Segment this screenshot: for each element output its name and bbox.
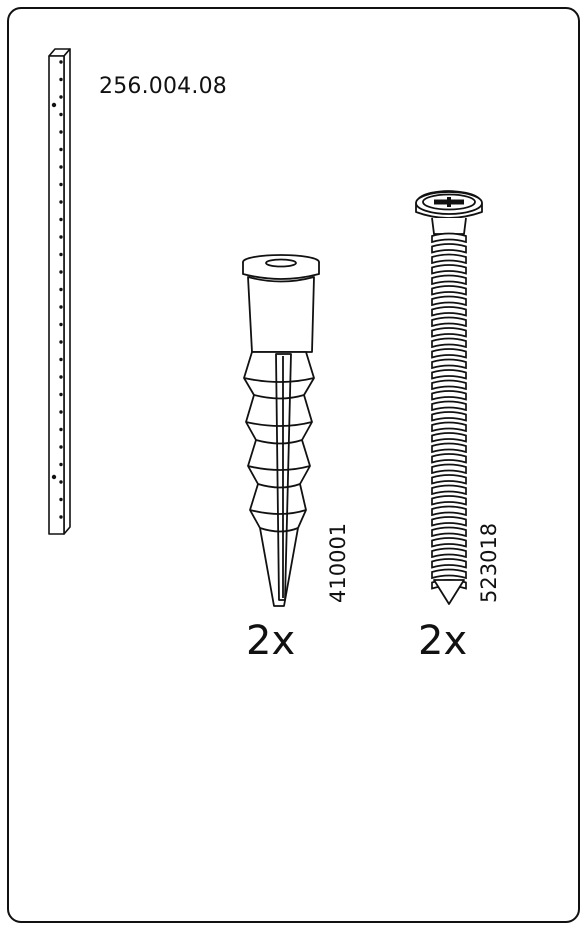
rail-hole bbox=[59, 497, 63, 502]
screw-thread-turn bbox=[431, 516, 467, 527]
rail-hole bbox=[59, 462, 63, 467]
screw-thread-turn bbox=[431, 316, 467, 328]
screw-thread-turn bbox=[431, 253, 467, 265]
rail-hole bbox=[59, 480, 63, 484]
rail-hole bbox=[59, 287, 63, 292]
screw-thread-turn bbox=[431, 526, 467, 538]
wall-plug-code: 410001 bbox=[326, 522, 350, 603]
screw-thread-turn bbox=[431, 505, 467, 517]
rail-hole bbox=[59, 322, 63, 327]
rail-hole bbox=[59, 270, 63, 274]
screw-thread-turn bbox=[431, 411, 467, 422]
rail-hole bbox=[51, 102, 57, 108]
screw-thread-turn bbox=[431, 295, 467, 307]
screw-thread-turn bbox=[431, 379, 467, 391]
wall-plug-quantity: 2x bbox=[246, 618, 296, 664]
rail-hole bbox=[59, 410, 63, 414]
screw-thread-turn bbox=[431, 264, 467, 275]
screw-thread-turn bbox=[431, 390, 467, 401]
screw-thread-turn bbox=[431, 358, 467, 370]
screw-code: 523018 bbox=[477, 522, 501, 603]
screw-thread-turn bbox=[431, 463, 467, 475]
screw-thread-turn bbox=[431, 453, 467, 464]
rail-hole bbox=[59, 252, 63, 257]
screw-thread-turn bbox=[431, 421, 467, 433]
rail-hole bbox=[59, 217, 63, 222]
rail-hole bbox=[59, 445, 63, 449]
screw-thread-turn bbox=[431, 568, 467, 580]
screw-thread-turn bbox=[431, 306, 467, 317]
screw-thread-turn bbox=[431, 537, 467, 548]
screw-thread-turn bbox=[431, 442, 467, 454]
screw-thread-turn bbox=[431, 432, 467, 443]
rail-hole bbox=[59, 165, 63, 169]
screw-quantity: 2x bbox=[418, 618, 468, 664]
instruction-frame bbox=[7, 7, 580, 923]
rail-hole bbox=[59, 130, 63, 134]
rail-article-number: 256.004.08 bbox=[99, 74, 227, 99]
rail-hole bbox=[59, 235, 63, 239]
rail-hole bbox=[59, 340, 63, 344]
rail-hole bbox=[59, 147, 63, 152]
screw-thread-turn bbox=[431, 243, 467, 254]
screw-thread-turn bbox=[431, 232, 467, 244]
rail-hole bbox=[59, 112, 63, 117]
screw-thread-turn bbox=[431, 400, 467, 412]
rail-hole bbox=[59, 182, 63, 187]
screw-thread-turn bbox=[431, 285, 467, 296]
rail-hole bbox=[59, 95, 63, 99]
rail-hole bbox=[59, 357, 63, 362]
rail-hole bbox=[59, 305, 63, 309]
screw-thread-turn bbox=[431, 547, 467, 559]
screw-thread-turn bbox=[431, 369, 467, 380]
screw-thread-turn bbox=[431, 558, 467, 569]
screw-thread-turn bbox=[431, 348, 467, 359]
rail-hole bbox=[59, 77, 63, 82]
rail-hole bbox=[59, 200, 63, 204]
screw-thread-turn bbox=[431, 327, 467, 338]
rail-hole bbox=[59, 427, 63, 432]
rail-hole bbox=[51, 474, 57, 480]
screw-thread-turn bbox=[431, 474, 467, 485]
rail-hole bbox=[59, 515, 63, 519]
screw-thread-turn bbox=[431, 274, 467, 286]
screw-thread-turn bbox=[431, 484, 467, 496]
rail-hole bbox=[59, 375, 63, 379]
screw-thread-turn bbox=[431, 495, 467, 506]
screw-thread-turn bbox=[431, 337, 467, 349]
rail-hole bbox=[59, 60, 63, 64]
rail-hole bbox=[59, 392, 63, 397]
